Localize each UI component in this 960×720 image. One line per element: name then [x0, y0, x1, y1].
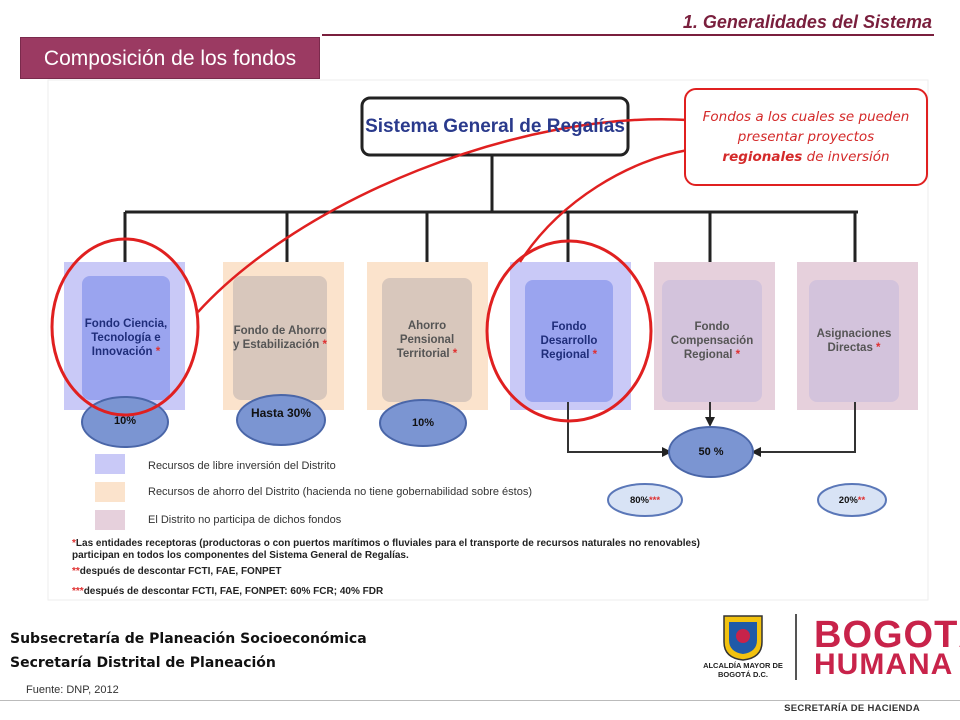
pct-regional: 50 % — [698, 446, 724, 458]
flow-directas-to-regional — [751, 402, 856, 457]
note-1: *Las entidades receptoras (productoras o… — [72, 538, 772, 562]
pct-fae: Hasta 30% — [250, 406, 312, 420]
fund-box-directas — [809, 280, 899, 402]
fund-directas-label: Asignaciones Directas — [816, 328, 892, 354]
note-2-mark: ** — [72, 566, 80, 577]
callout-line-fdr — [518, 148, 689, 263]
legend-text-ahorro: Recursos de ahorro del Distrito (haciend… — [148, 486, 533, 498]
fund-fonpet: Ahorro Pensional Territorial * — [382, 278, 472, 402]
section-title: 1. Generalidades del Sistema — [682, 12, 932, 32]
note-1-mark: * — [72, 538, 76, 549]
fund-fae-mark: * — [322, 339, 327, 351]
fund-fcr: Fondo Compensación Regional * — [662, 280, 762, 402]
pct-directas-value: 20% — [838, 495, 858, 506]
note-1-line1: Las entidades receptoras (productoras o … — [75, 538, 700, 549]
fund-fcti: Fondo Ciencia, Tecnología e Innovación * — [82, 276, 170, 400]
fund-box-fdr — [525, 280, 613, 402]
callout-emphasis: regionales — [722, 149, 803, 165]
fund-box-fonpet — [382, 278, 472, 402]
root-box — [360, 96, 630, 157]
note-1-line2: participan en todos los componentes del … — [72, 550, 409, 561]
pct-directas-mark: ** — [857, 495, 866, 506]
fund-fcr-label: Fondo Compensación Regional — [670, 321, 754, 361]
note-2: **después de descontar FCTI, FAE, FONPET — [72, 566, 282, 578]
legend-swatch-ahorro — [95, 482, 125, 502]
source-note: Fuente: DNP, 2012 — [26, 684, 119, 696]
legend-text-libre: Recursos de libre inversión del Distrito — [148, 460, 336, 472]
fund-box-fae — [233, 276, 327, 400]
pct-ellipse-directas — [817, 483, 887, 517]
pct-ellipse-fae — [236, 394, 326, 446]
org-line1: Subsecretaría de Planeación Socioeconómi… — [10, 631, 367, 647]
secretaria-hacienda: SECRETARÍA DE HACIENDA — [784, 703, 920, 714]
pct-fcti: 10% — [113, 415, 137, 427]
highlight-ellipse-fcti — [50, 237, 200, 417]
flow-fdr-to-regional — [567, 402, 672, 457]
fund-fae-label: Fondo de Ahorro y Estabilización — [233, 325, 327, 351]
logo-divider — [795, 614, 797, 680]
fund-fonpet-mark: * — [452, 348, 458, 360]
fund-directas: Asignaciones Directas * — [809, 280, 899, 402]
humana-logo: HUMANA — [814, 648, 954, 681]
callout-line-fcti — [197, 118, 689, 313]
fund-box-fcti — [82, 276, 170, 400]
slide-title: Composición de los fondos — [20, 37, 320, 79]
callout-text-after: de inversión — [802, 149, 890, 165]
highlight-ellipse-fdr — [485, 239, 653, 423]
note-2-text: después de descontar FCTI, FAE, FONPET — [79, 566, 282, 577]
note-3-mark: *** — [72, 586, 84, 597]
note-3-text: después de descontar FCTI, FAE, FONPET: … — [83, 586, 384, 597]
fund-directas-mark: * — [876, 342, 881, 354]
fund-fcti-label: Fondo Ciencia, Tecnología e Innovación — [84, 318, 168, 358]
callout-box: Fondos a los cuales se pueden presentar … — [684, 88, 928, 186]
alcaldia-text: ALCALDÍA MAYOR DE BOGOTÁ D.C. — [703, 661, 783, 679]
header-rule — [322, 34, 934, 36]
pct-ellipse-fdr-fcr — [607, 483, 683, 517]
callout-text-before: Fondos a los cuales se pueden presentar … — [702, 109, 910, 145]
legend-swatch-no-participa — [95, 510, 125, 530]
pct-directas: 20%** — [820, 494, 884, 507]
fund-fdr-label: Fondo Desarrollo Regional — [540, 321, 598, 361]
fund-fcr-mark: * — [735, 349, 741, 361]
org-line2: Secretaría Distrital de Planeación — [10, 655, 276, 671]
legend-text-no-participa: El Distrito no participa de dichos fondo… — [148, 514, 342, 526]
fund-box-fcr — [662, 280, 762, 402]
footer-rule — [0, 700, 960, 701]
pct-ellipse-fonpet — [379, 399, 467, 447]
pct-ellipse-regional — [668, 426, 754, 478]
pct-fdr-fcr: 80%*** — [612, 494, 678, 507]
legend-swatch-libre — [95, 454, 125, 474]
root-title: Sistema General de Regalías — [365, 115, 625, 137]
fund-fonpet-label: Ahorro Pensional Territorial — [396, 320, 455, 360]
bogota-humana-logo: BOGOTÁ — [814, 614, 960, 656]
fund-fae: Fondo de Ahorro y Estabilización * — [233, 276, 327, 400]
pct-fdr-fcr-mark: *** — [648, 495, 661, 506]
pct-fonpet: 10% — [411, 417, 435, 429]
pct-fdr-fcr-value: 80% — [629, 495, 649, 506]
note-3: ***después de descontar FCTI, FAE, FONPE… — [72, 586, 383, 598]
fund-fdr-mark: * — [592, 349, 598, 361]
fund-fdr: Fondo Desarrollo Regional * — [525, 280, 613, 402]
alcaldia-crest-icon — [723, 615, 763, 661]
fund-fcti-mark: * — [155, 346, 161, 358]
